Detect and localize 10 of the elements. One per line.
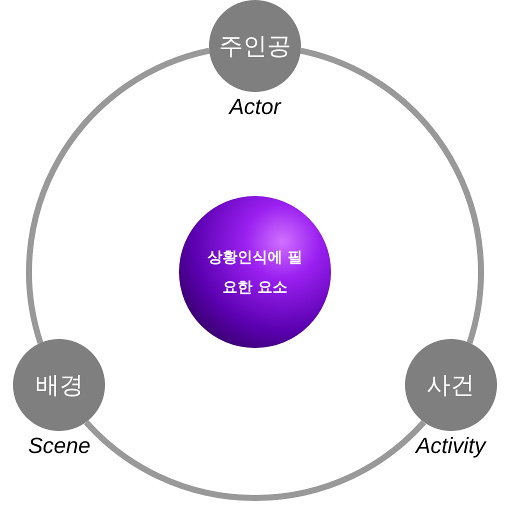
ring-arc (84, 420, 426, 501)
ring-arc (300, 48, 484, 344)
caption-label: Actor (229, 94, 281, 120)
ring-arc (26, 48, 210, 344)
node-label: 배경 (35, 370, 84, 401)
node-label: 상황인식에 필요한 요소 (206, 247, 304, 298)
node-label: 사건 (426, 370, 475, 401)
node-label: 주인공 (219, 31, 291, 62)
caption-label: Scene (28, 433, 90, 459)
caption-label: Activity (416, 433, 486, 459)
